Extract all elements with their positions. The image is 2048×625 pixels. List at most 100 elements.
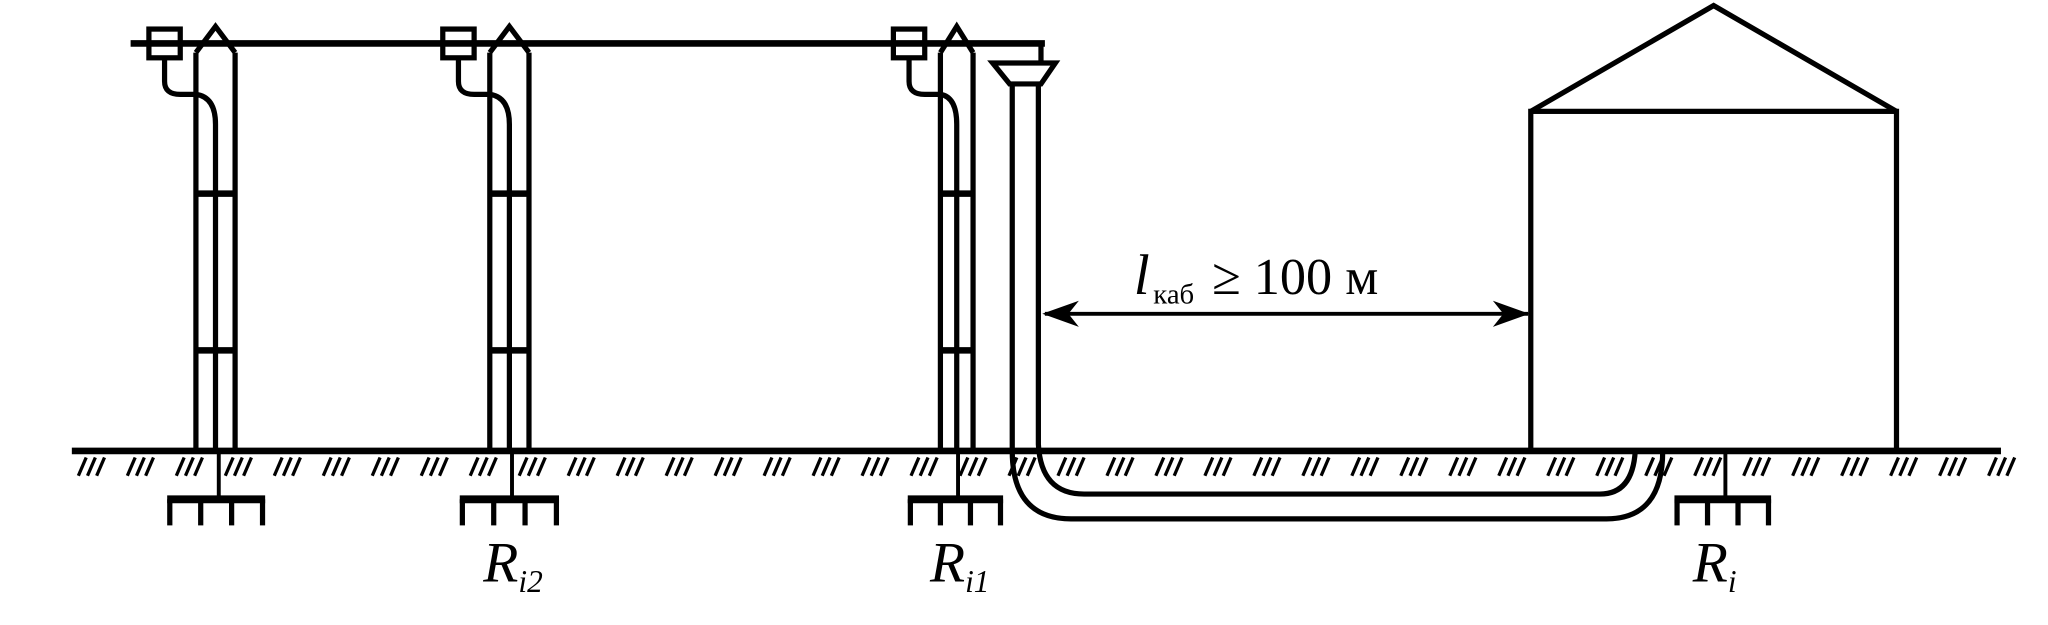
hatch-mark [1466, 456, 1478, 477]
hatch-mark [762, 456, 774, 477]
hatch-mark [1016, 456, 1028, 477]
hatch-mark [1163, 456, 1175, 477]
hatch-mark [438, 456, 449, 477]
hatch-mark [615, 456, 627, 477]
hatch-mark [468, 456, 480, 477]
down-conductor [906, 57, 960, 451]
pole [146, 22, 238, 451]
hatch-mark [340, 456, 351, 477]
hatch-mark [976, 456, 988, 477]
ground-hatching [76, 456, 2017, 477]
hatch-mark [1742, 456, 1754, 477]
ground-electrode [1674, 450, 1772, 526]
hatch-mark [144, 456, 155, 477]
hatch-mark [780, 456, 792, 477]
hatch-mark [1408, 456, 1420, 477]
building-roof [1529, 2, 1898, 114]
hatch-mark [1938, 456, 1949, 477]
hatch-mark [1350, 456, 1362, 477]
hatch-mark [1301, 456, 1313, 477]
hatch-mark [1457, 456, 1469, 477]
hatch-mark [95, 456, 106, 477]
cable-length-dimension: l каб ≥ 100 м [1042, 244, 1530, 327]
hatch-mark [958, 456, 970, 477]
hatch-mark [731, 456, 743, 477]
hatch-mark [281, 456, 293, 477]
hatch-mark [1595, 456, 1607, 477]
hatch-mark [1417, 456, 1429, 477]
hatch-mark [232, 456, 244, 477]
ground-electrode [459, 450, 560, 526]
hatch-mark [1261, 456, 1273, 477]
hatch-mark [134, 456, 146, 477]
hatch-mark [633, 456, 645, 477]
hatch-mark [1065, 456, 1077, 477]
hatch-mark [379, 456, 391, 477]
hatch-mark [584, 456, 596, 477]
arrowhead-left [1042, 300, 1079, 327]
hatch-mark [1212, 456, 1224, 477]
hatch-mark [1791, 456, 1802, 477]
hatch-mark [1809, 456, 1821, 477]
hatch-mark [1252, 456, 1264, 477]
hatch-mark [1987, 456, 1998, 477]
hatch-mark [1662, 456, 1674, 477]
underground-cable-outer [1009, 83, 1666, 522]
hatch-mark [1996, 456, 2008, 477]
hatch-mark [1123, 456, 1135, 477]
hatch-mark [428, 456, 440, 477]
down-conductor [455, 57, 512, 451]
hatch-mark [624, 456, 636, 477]
hatch-mark [1368, 456, 1380, 477]
hatch-mark [526, 456, 538, 477]
hatch-mark [1858, 456, 1870, 477]
hatch-mark [1760, 456, 1772, 477]
hatch-mark [1154, 456, 1166, 477]
hatch-mark [713, 456, 725, 477]
hatch-mark [1956, 456, 1968, 477]
hatch-mark [517, 456, 529, 477]
dimension-symbol: l [1134, 244, 1150, 307]
hatch-mark [1448, 456, 1460, 477]
label-ri: Ri [1692, 532, 1737, 599]
hatch-mark [419, 456, 431, 477]
hatch-mark [477, 456, 489, 477]
hatch-mark [918, 456, 930, 477]
hatch-mark [927, 456, 939, 477]
hatch-mark [1546, 456, 1558, 477]
pole-top [938, 21, 976, 54]
ground-electrode [907, 450, 1004, 526]
hatch-mark [1172, 456, 1184, 477]
arrowhead-right [1492, 300, 1530, 327]
hatch-mark [223, 456, 235, 477]
building [1528, 108, 1900, 454]
hatch-mark [811, 456, 823, 477]
hatch-mark [330, 456, 342, 477]
label-ri1: Ri1 [929, 532, 989, 599]
hatch-mark [1711, 456, 1723, 477]
hatch-mark [193, 456, 204, 477]
hatch-mark [1114, 456, 1126, 477]
hatch-mark [1564, 456, 1576, 477]
hatch-mark [1555, 456, 1567, 477]
dimension-subscript: каб [1153, 278, 1194, 310]
hatch-mark [291, 456, 302, 477]
hatch-mark [771, 456, 783, 477]
hatch-mark [1889, 456, 1900, 477]
pole [890, 21, 976, 451]
hatch-mark [1221, 456, 1233, 477]
hatch-mark [125, 456, 137, 477]
hatch-mark [1840, 456, 1851, 477]
hatch-mark [1399, 456, 1411, 477]
hatch-mark [86, 456, 97, 477]
hatch-mark [1319, 456, 1331, 477]
hatch-mark [1644, 456, 1656, 477]
hatch-mark [909, 456, 921, 477]
hatch-mark [174, 456, 186, 477]
hatch-mark [1310, 456, 1322, 477]
hatch-mark [272, 456, 284, 477]
hatch-mark [1506, 456, 1518, 477]
hatch-mark [1693, 456, 1705, 477]
hatch-mark [967, 456, 979, 477]
